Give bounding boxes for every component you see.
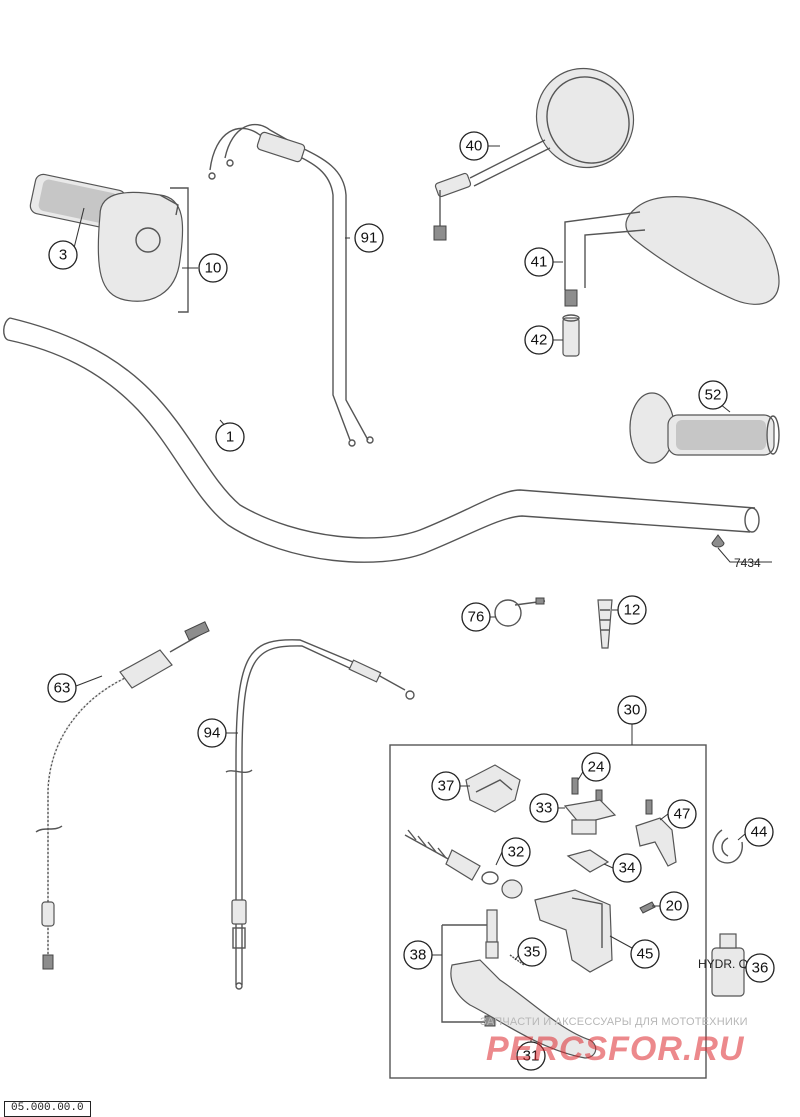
grip-left xyxy=(629,392,780,464)
svg-text:76: 76 xyxy=(468,609,485,626)
callout-41: 41 xyxy=(524,247,554,277)
callout-91: 91 xyxy=(354,223,384,253)
svg-text:24: 24 xyxy=(588,759,605,776)
master-cylinder-group: HYDR. OIL xyxy=(389,722,758,1079)
callout-3: 3 xyxy=(48,240,78,270)
speedometer-cable xyxy=(35,621,210,970)
svg-text:34: 34 xyxy=(619,860,636,877)
callout-10: 10 xyxy=(198,253,228,283)
watermark-logo: PERCSFOR.RU xyxy=(486,1030,745,1068)
callout-76: 76 xyxy=(461,602,491,632)
callout-34: 34 xyxy=(612,853,642,883)
svg-text:10: 10 xyxy=(205,260,222,277)
svg-text:20: 20 xyxy=(666,898,683,915)
callout-94: 94 xyxy=(197,718,227,748)
callout-30: 30 xyxy=(617,695,647,725)
svg-text:47: 47 xyxy=(674,806,691,823)
rubber-sleeve xyxy=(597,599,613,649)
mirror-round xyxy=(433,67,635,241)
watermark-tagline: ЗАПЧАСТИ И АКСЕССУАРЫ ДЛЯ МОТОТЕХНИКИ xyxy=(480,1016,748,1028)
callout-40: 40 xyxy=(459,131,489,161)
svg-text:42: 42 xyxy=(531,332,548,349)
callout-24: 24 xyxy=(581,752,611,782)
callout-31: 31 xyxy=(516,1041,546,1071)
mirror-oval xyxy=(562,196,780,357)
svg-text:1: 1 xyxy=(226,429,234,446)
svg-text:91: 91 xyxy=(361,230,378,247)
callout-1: 1 xyxy=(215,422,245,452)
drawing-number: 05.000.00.0 xyxy=(4,1101,91,1117)
svg-text:52: 52 xyxy=(705,387,722,404)
svg-text:37: 37 xyxy=(438,778,455,795)
callout-36: 36 xyxy=(745,953,775,983)
cable-tie xyxy=(494,597,546,627)
callout-33: 33 xyxy=(529,793,559,823)
callout-20: 20 xyxy=(659,891,689,921)
callout-12: 12 xyxy=(617,595,647,625)
svg-text:44: 44 xyxy=(751,824,768,841)
handlebar xyxy=(3,317,760,563)
throttle-cables xyxy=(208,123,374,447)
callout-45: 45 xyxy=(630,939,660,969)
callout-63: 63 xyxy=(47,673,77,703)
svg-text:38: 38 xyxy=(410,947,427,964)
callout-47: 47 xyxy=(667,799,697,829)
label-7434: 7434 xyxy=(734,556,761,570)
choke-cable xyxy=(225,639,415,990)
svg-text:31: 31 xyxy=(523,1048,540,1065)
callout-35: 35 xyxy=(517,937,547,967)
throttle-grip-assembly xyxy=(29,173,189,313)
callout-52: 52 xyxy=(698,380,728,410)
svg-text:45: 45 xyxy=(637,946,654,963)
svg-text:32: 32 xyxy=(508,844,525,861)
svg-text:33: 33 xyxy=(536,800,553,817)
callout-38: 38 xyxy=(403,940,433,970)
bottle-label: HYDR. OIL xyxy=(698,957,758,971)
callout-37: 37 xyxy=(431,771,461,801)
callout-42: 42 xyxy=(524,325,554,355)
svg-text:3: 3 xyxy=(59,247,67,264)
callout-44: 44 xyxy=(744,817,774,847)
svg-text:36: 36 xyxy=(752,960,769,977)
svg-text:94: 94 xyxy=(204,725,221,742)
svg-text:30: 30 xyxy=(624,702,641,719)
svg-text:12: 12 xyxy=(624,602,641,619)
svg-text:41: 41 xyxy=(531,254,548,271)
svg-text:40: 40 xyxy=(466,138,483,155)
svg-text:63: 63 xyxy=(54,680,71,697)
callout-32: 32 xyxy=(501,837,531,867)
svg-text:35: 35 xyxy=(524,944,541,961)
